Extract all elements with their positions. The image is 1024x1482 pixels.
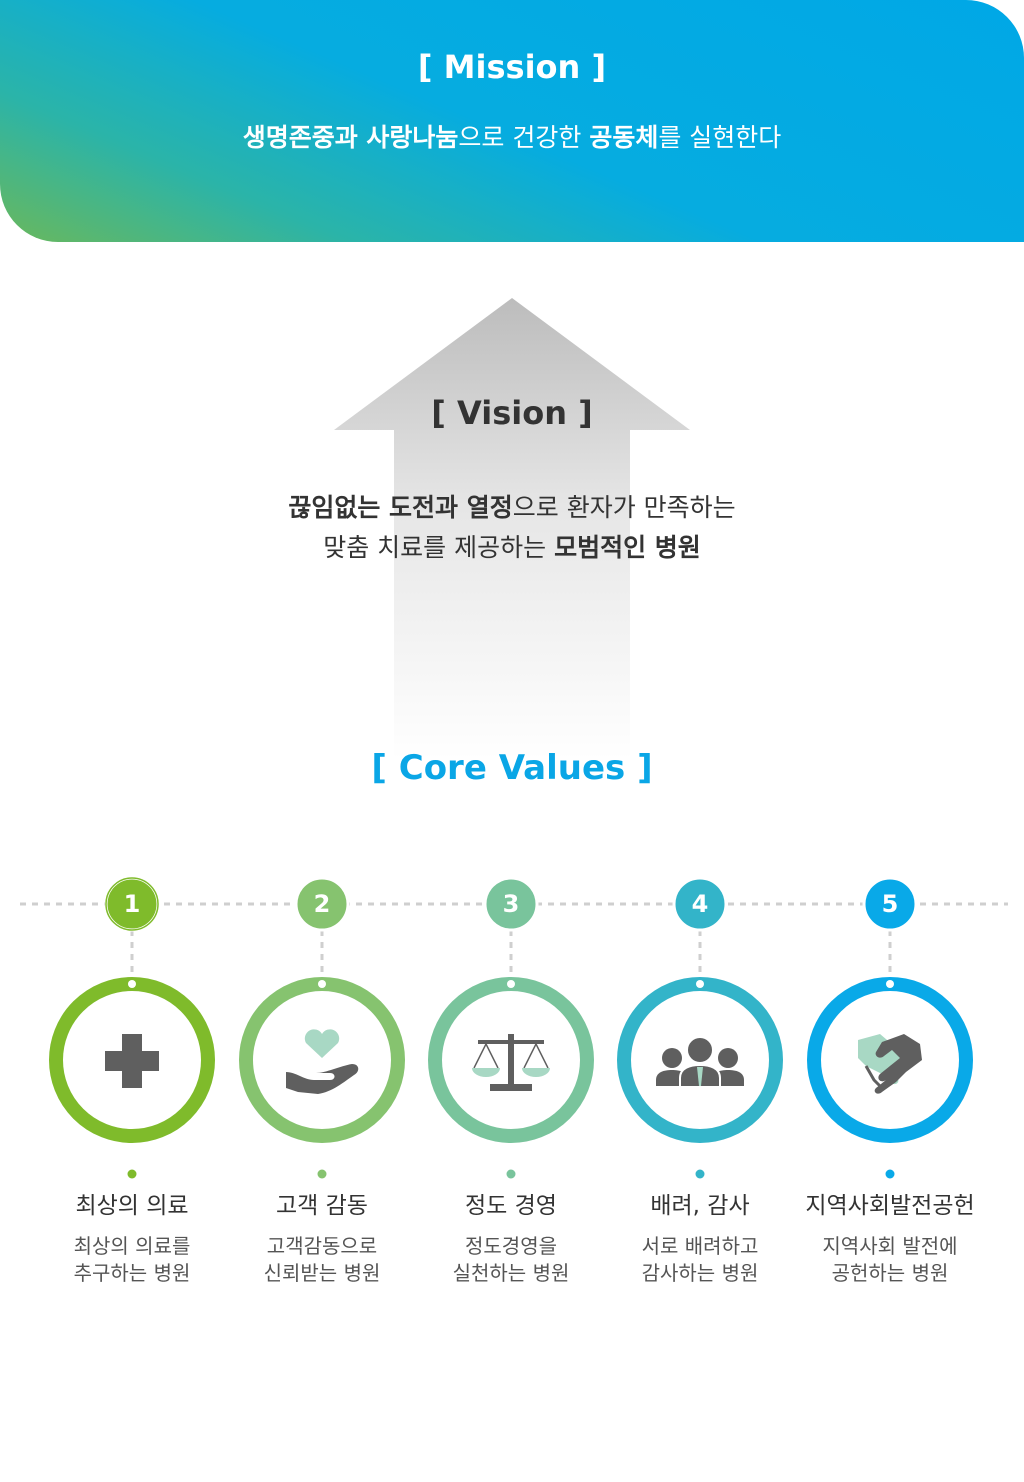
vision-line-2: 맞춤 치료를 제공하는 모범적인 병원	[0, 528, 1024, 568]
handshake-icon	[858, 1034, 922, 1094]
core-value-1-desc-line-2: 추구하는 병원	[73, 1261, 191, 1285]
core-value-4-graphic	[617, 876, 783, 1179]
core-value-1-title: 최상의 의료	[75, 1193, 189, 1219]
number-badge-4-label: 4	[691, 890, 709, 918]
vision-line-1-bold: 끊임없는 도전과 열정	[288, 493, 513, 522]
mission-text-bold-1: 생명존중과 사랑나눔	[242, 123, 459, 152]
core-value-3-title: 정도 경영	[465, 1193, 557, 1219]
core-value-3-desc-line-1: 정도경영을	[465, 1234, 557, 1258]
number-badge-2-label: 2	[313, 890, 331, 918]
core-value-2-description: 고객감동으로 신뢰받는 병원	[202, 1233, 442, 1287]
core-value-1-description: 최상의 의료를 추구하는 병원	[12, 1233, 252, 1287]
number-badge-4	[672, 876, 728, 932]
vision-line-1: 끊임없는 도전과 열정으로 환자가 만족하는	[0, 488, 1024, 528]
number-badge-3	[483, 876, 539, 932]
vision-line-1-rest: 으로 환자가 만족하는	[512, 493, 736, 522]
value-ring-2	[239, 977, 405, 1143]
core-value-4-desc-line-1: 서로 배려하고	[641, 1234, 759, 1258]
vision-line-2-bold: 모범적인 병원	[554, 533, 701, 562]
core-value-5-description: 지역사회 발전에 공헌하는 병원	[770, 1233, 1010, 1287]
core-value-5-title: 지역사회발전공헌	[805, 1193, 975, 1219]
mission-text-4: 를 실현한다	[658, 123, 782, 152]
core-value-2-title: 고객 감동	[276, 1193, 368, 1219]
core-value-5-graphic	[807, 876, 973, 1179]
balance-scale-icon	[472, 1034, 550, 1091]
people-group-icon	[656, 1036, 744, 1088]
core-values-title: [ Core Values ]	[371, 748, 653, 788]
mission-statement: 생명존중과 사랑나눔으로 건강한 공동체를 실현한다	[0, 118, 1024, 154]
core-value-3-desc-line-2: 실천하는 병원	[452, 1261, 570, 1285]
number-badge-5	[862, 876, 918, 932]
vision-line-2-start: 맞춤 치료를 제공하는	[323, 533, 555, 562]
vision-statement: 끊임없는 도전과 열정으로 환자가 만족하는 맞춤 치료를 제공하는 모범적인 …	[0, 488, 1024, 568]
core-value-2-graphic	[239, 876, 405, 1179]
core-value-5-desc-line-1: 지역사회 발전에	[822, 1234, 958, 1258]
mission-text-bold-3: 공동체	[589, 123, 659, 152]
mission-text-2: 으로 건강한	[458, 123, 590, 152]
mission-title: [ Mission ]	[417, 48, 607, 86]
core-value-1-desc-line-1: 최상의 의료를	[73, 1234, 191, 1258]
core-value-3-description: 정도경영을 실천하는 병원	[391, 1233, 631, 1287]
core-value-5-desc-line-2: 공헌하는 병원	[831, 1261, 949, 1285]
core-value-1-graphic	[49, 876, 215, 1179]
number-badge-1-label: 1	[123, 890, 141, 918]
number-badge-2	[294, 876, 350, 932]
core-value-4-desc-line-2: 감사하는 병원	[641, 1261, 759, 1285]
vision-title: [ Vision ]	[431, 394, 593, 432]
mission-banner: [ Mission ] 생명존중과 사랑나눔으로 건강한 공동체를 실현한다	[0, 0, 1024, 242]
medical-cross-icon	[105, 1034, 159, 1088]
heart-hand-icon	[286, 1029, 359, 1094]
number-badge-3-label: 3	[502, 890, 520, 918]
core-value-2-desc-line-2: 신뢰받는 병원	[263, 1261, 381, 1285]
core-value-4-title: 배려, 감사	[650, 1193, 750, 1219]
core-value-3-graphic	[428, 876, 594, 1179]
core-value-2-desc-line-1: 고객감동으로	[266, 1234, 378, 1258]
number-badge-5-label: 5	[881, 890, 899, 918]
core-value-4-description: 서로 배려하고 감사하는 병원	[580, 1233, 820, 1287]
